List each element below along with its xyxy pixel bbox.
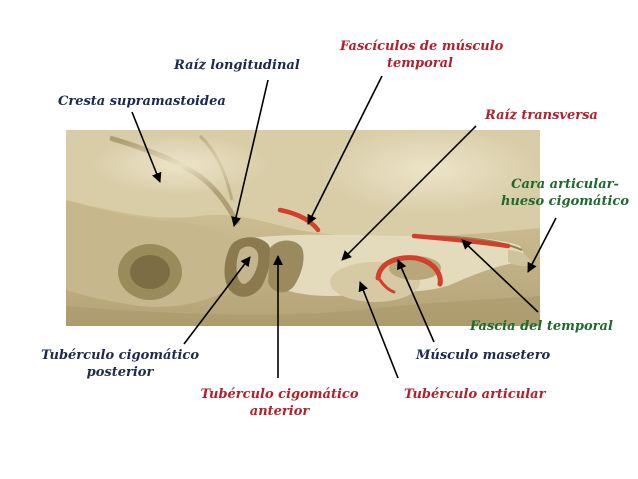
masseter-mark [375, 255, 443, 287]
label-musculo-masetero: Músculo masetero [416, 348, 551, 363]
label-tuberculo-posterior-line1: Tubérculo cigomático [41, 348, 199, 363]
arrow-cresta [131, 111, 162, 183]
label-tuberculo-anterior-line1: Tubérculo cigomático [200, 387, 359, 402]
arrow-raiz-transversa [341, 125, 477, 261]
label-cresta-supramastoidea: Cresta supramastoidea [58, 94, 226, 109]
label-cara-line1: Cara articular- [511, 177, 619, 192]
label-cara-line2: hueso cigomático [500, 194, 629, 209]
pointer-arrows [131, 75, 557, 379]
label-fasciculos-line2: temporal [386, 56, 453, 71]
temporal-fascicles-mark [277, 207, 321, 233]
arrow-fasciculos [307, 75, 383, 225]
label-raiz-longitudinal: Raíz longitudinal [174, 58, 300, 73]
label-fasciculos: Fascículos de músculo temporal [340, 38, 504, 72]
arrow-masetero [397, 259, 435, 343]
label-tuberculo-posterior-line2: posterior [86, 365, 154, 380]
label-tuberculo-posterior: Tubérculo cigomático posterior [30, 347, 210, 381]
label-raiz-transversa: Raíz transversa [485, 108, 598, 123]
arrow-tuberculo-articular [358, 281, 399, 379]
label-fascia-temporal: Fascia del temporal [470, 319, 613, 334]
arrow-tuberculo-posterior [183, 256, 251, 345]
arrow-raiz-longitudinal [231, 79, 269, 227]
temporal-bone-image [66, 125, 540, 326]
label-cara-articular: Cara articular- hueso cigomático [500, 176, 630, 210]
label-tuberculo-articular: Tubérculo articular [404, 387, 546, 402]
label-tuberculo-anterior-line2: anterior [249, 404, 310, 419]
label-tuberculo-anterior: Tubérculo cigomático anterior [192, 386, 367, 420]
label-fasciculos-line1: Fascículos de músculo [340, 39, 504, 54]
arrow-fascia [461, 239, 539, 313]
masseter-mark-small [378, 278, 396, 294]
arrow-cara-articular [527, 217, 557, 273]
